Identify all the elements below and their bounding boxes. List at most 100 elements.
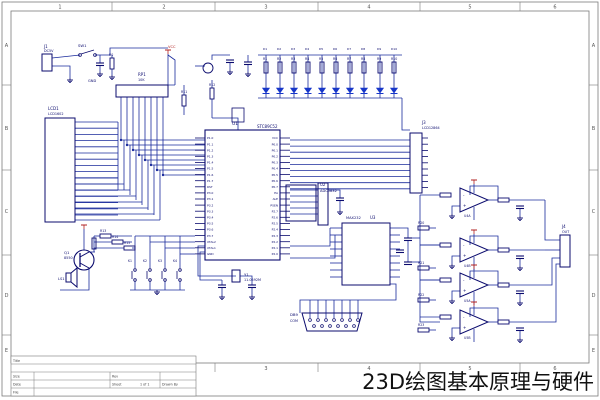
db9-pin (316, 318, 320, 322)
mcu-pin-label: P1.5 (207, 167, 214, 171)
wire (451, 327, 460, 336)
resistor (305, 61, 311, 74)
wire (167, 54, 176, 85)
resistor-ref: R8 (361, 57, 365, 61)
output-connector-sub: OUT (562, 230, 570, 234)
output-connector-ref: J4 (561, 224, 566, 229)
mcu-pin-label: P1.7 (207, 179, 214, 183)
resistor (439, 277, 452, 283)
title-label: Title (12, 359, 20, 363)
power-connector-ref: J1 (43, 44, 48, 49)
key-contact (163, 278, 167, 282)
led-ref: D4 (305, 47, 309, 51)
db9-connector: DB9 COM (290, 312, 363, 332)
opamp-ref: U5B (464, 336, 471, 340)
power-connector-sub: DC5V (44, 49, 54, 53)
mcu-pin-label: P3.6 (207, 228, 214, 232)
mcu-pin-label: P3.0 (207, 191, 214, 195)
mcu-pin-label: P2.5 (272, 222, 279, 226)
key-ref: K4 (173, 259, 177, 263)
resistor (111, 239, 124, 245)
wire (52, 65, 71, 78)
mcu-pin-label: P2.7 (272, 209, 279, 213)
led-1 (261, 87, 271, 94)
rpack-ref: RP1 (138, 72, 146, 77)
opamp-2 (459, 237, 490, 263)
led-ref: D6 (333, 47, 337, 51)
resistor-ref: R13 (100, 229, 106, 233)
adc-chip: U2 ADC0832 (285, 182, 337, 222)
wire (240, 275, 253, 280)
junction-dot (155, 168, 159, 172)
sheet-number: 1 of 1 (140, 383, 149, 387)
crystal-ref: Y1 (244, 272, 249, 277)
buzzer-ref: LS1 (58, 277, 65, 281)
gnd-label: GND (88, 79, 96, 83)
led-7 (345, 87, 355, 94)
resistor-ref: R7 (347, 57, 351, 61)
wire (299, 283, 397, 313)
component-layer: R1D1R2D2R3D3R4D4R5D5R6D6R7D7R8D8R9D9R10D… (67, 47, 524, 343)
db9-pin (324, 318, 328, 322)
drawn-label: Drawn By (162, 383, 178, 387)
mcu-chip: U1 STC89C52 (204, 121, 281, 261)
mcu-ref: U1 (232, 121, 238, 127)
mcu-pin-label: P1.4 (207, 161, 214, 165)
crystal-sub: 11.0592M (244, 278, 261, 282)
led-ref: D9 (377, 47, 381, 51)
db9-pin (352, 324, 356, 328)
db9-pin (332, 318, 336, 322)
col-label: 5 (468, 366, 471, 372)
db9-sub: COM (290, 319, 298, 323)
resistor (497, 247, 510, 253)
mcu-pin-label: P2.6 (272, 216, 279, 220)
col-label: 5 (468, 5, 471, 11)
pc-connector: J3 LCD12864 (409, 120, 440, 194)
wire-net (51, 47, 560, 342)
db9-ref: DB9 (290, 312, 299, 317)
wire (400, 227, 409, 238)
junction-dot (149, 163, 153, 167)
rs232-chip: U3 MAX232 (341, 215, 391, 286)
wire (197, 245, 236, 277)
resistor (439, 192, 452, 198)
led-10 (389, 87, 399, 94)
row-label: E (5, 348, 8, 354)
opamp-3 (459, 272, 490, 298)
wire (451, 290, 460, 299)
led-9 (375, 87, 385, 94)
db9-pin (320, 324, 324, 328)
wire (328, 189, 341, 198)
resistor-ref: R14 (112, 235, 118, 239)
wire (401, 98, 410, 131)
mcu-pin-label: PSEN (270, 203, 278, 207)
led-3 (289, 87, 299, 94)
opamp-4 (459, 309, 490, 335)
resistor (333, 61, 339, 74)
resistor-ref: R9 (377, 57, 381, 61)
mcu-pin-label: XTAL1 (207, 246, 216, 250)
resistor-pack: RP1 10K (115, 72, 169, 98)
wire (469, 270, 499, 285)
wire (545, 257, 560, 286)
opamp-ref: U5A (464, 299, 471, 303)
transistor: Q1 8550 (64, 249, 95, 271)
mcu-pin-label: P0.3 (272, 161, 279, 165)
col-label: 6 (553, 5, 556, 11)
led-5 (317, 87, 327, 94)
resistor-ref: R15 (124, 241, 130, 245)
mcu-pin-label: P0.0 (272, 142, 279, 146)
resistor (497, 319, 510, 325)
wire (211, 54, 230, 60)
mcu-pin-label: P1.0 (207, 136, 214, 140)
key-contact (178, 268, 182, 272)
frame-dividers (2, 2, 598, 372)
opamp-pin: - (463, 278, 465, 283)
key-contact (178, 278, 182, 282)
row-label: A (592, 43, 596, 49)
led-ref: D1 (263, 47, 267, 51)
db9-pin (356, 318, 360, 322)
mcu-pin-label: P0.2 (272, 155, 279, 159)
row-label: D (5, 293, 9, 299)
